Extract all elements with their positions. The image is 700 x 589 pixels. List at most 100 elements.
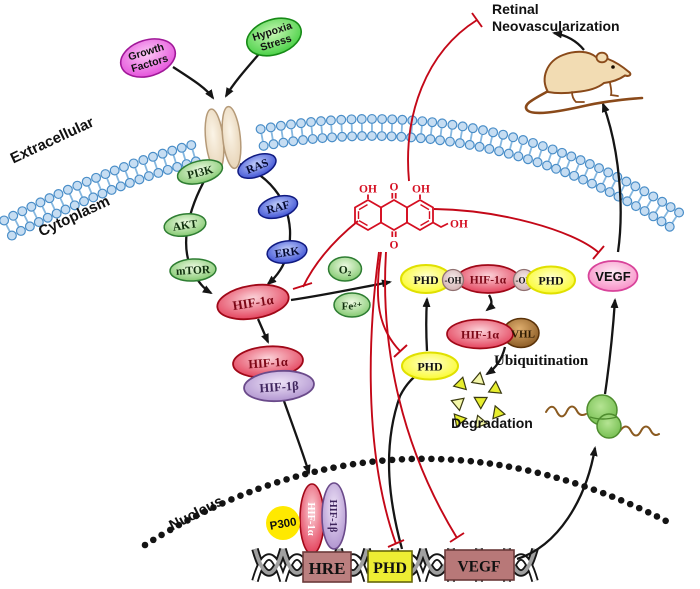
nuclear-envelope bbox=[141, 455, 669, 549]
hif1a-hydroxylation-arrow bbox=[290, 279, 392, 302]
ubiquitination-arrow bbox=[485, 346, 507, 376]
ribosome bbox=[545, 394, 660, 439]
raf-label: RAF bbox=[265, 199, 291, 217]
phd-gene-label: PHD bbox=[373, 560, 407, 577]
pi3k-ellipse bbox=[176, 159, 224, 185]
gene-boxes: HRE PHD VEGF bbox=[302, 549, 515, 583]
vhl-label: VHL bbox=[511, 329, 535, 341]
phd-gene-box bbox=[367, 550, 413, 583]
inhibit-phd-protein-line bbox=[376, 251, 401, 352]
mtor-ellipse bbox=[169, 258, 217, 282]
vegf-gene-box bbox=[444, 549, 515, 581]
vegf-gene-label: VEGF bbox=[457, 559, 500, 576]
mtor-label: mTOR bbox=[176, 264, 212, 278]
phd-free: PHD bbox=[401, 351, 459, 381]
aloe-emodin-structure: OH O OH OH O bbox=[354, 182, 468, 252]
dimer-hif1b-ellipse bbox=[243, 369, 315, 403]
dimer-hif1b-label: HIF-1β bbox=[259, 379, 300, 396]
o-label-top: O bbox=[390, 182, 399, 194]
mouse-body bbox=[543, 50, 632, 95]
growth-factors-arrow bbox=[172, 66, 215, 100]
annotations: Retinal Neovascularization Ubiquitinatio… bbox=[451, 1, 619, 431]
vhl-hif1a-label: HIF-1α bbox=[461, 328, 499, 342]
vegf-protein: VEGF bbox=[587, 260, 639, 292]
phd-free-label: PHD bbox=[417, 360, 443, 374]
phd-gene-to-protein-line bbox=[387, 371, 422, 550]
ring-right bbox=[406, 198, 434, 232]
mrna-squiggle-left bbox=[545, 405, 587, 418]
ras-ellipse bbox=[237, 152, 277, 180]
oh-label-left-group: -OH bbox=[445, 276, 462, 286]
oh-label-right-group: -OH bbox=[516, 276, 533, 286]
oh-label-side: OH bbox=[450, 219, 468, 231]
compound-labels: OH O OH OH O bbox=[359, 182, 468, 252]
aromatic-bonds bbox=[357, 203, 431, 227]
mouse-hind-leg bbox=[571, 91, 585, 103]
nuclear-hif-complex: HIF-1α HIF-1β P300 bbox=[266, 482, 347, 555]
hypoxia-arrow bbox=[224, 53, 260, 98]
phd-complex-right-ellipse bbox=[526, 265, 576, 295]
vhl-hif1a-ellipse bbox=[446, 318, 514, 350]
ubiquitin-fragments bbox=[450, 371, 507, 429]
nuclear-hif1b-ellipse bbox=[321, 482, 347, 550]
vegf-ellipse bbox=[587, 260, 639, 292]
ribosome-seam bbox=[589, 416, 618, 420]
oh-label-right: OH bbox=[412, 184, 430, 196]
o-label-bottom: O bbox=[390, 240, 399, 252]
hif-nodes: HIF-1α HIF-1α HIF-1β bbox=[216, 283, 315, 403]
hif1a-label: HIF-1α bbox=[232, 292, 276, 313]
cell-membrane bbox=[0, 113, 685, 241]
inhibit-vegf-gene-tbar bbox=[449, 532, 465, 543]
inhibit-neovascularization-line bbox=[407, 19, 478, 182]
inhibition-lines bbox=[292, 12, 605, 548]
fe2-label: Fe²⁺ bbox=[342, 301, 363, 313]
dimer-hif1a-label: HIF-1α bbox=[248, 355, 289, 372]
hif-nuclear-import-arrow bbox=[282, 400, 311, 475]
erk-ellipse bbox=[266, 240, 308, 264]
nuclear-hif1b-label: HIF-1β bbox=[327, 500, 338, 533]
mapk-axis: RAS RAF ERK bbox=[237, 152, 308, 264]
carbonyl-bonds bbox=[391, 193, 397, 237]
vegf-transcription-arrow bbox=[516, 446, 598, 561]
vhl-complex: HIF-1α VHL bbox=[446, 317, 540, 350]
oh-label-left: OH bbox=[359, 184, 377, 196]
inhibit-neovascularization-tbar bbox=[471, 12, 483, 28]
erk-label: ERK bbox=[274, 245, 300, 260]
phd-free-ellipse bbox=[401, 351, 459, 381]
hydroxymethyl-bond bbox=[432, 221, 449, 229]
p300-label: P300 bbox=[269, 516, 298, 532]
hif1a-ellipse bbox=[216, 283, 290, 321]
ribosome-small-subunit bbox=[596, 413, 622, 439]
mrna-squiggle-right bbox=[619, 425, 660, 437]
inhibit-vegf-protein-line bbox=[433, 208, 599, 253]
growth-factors-node: Growth Factors bbox=[119, 38, 177, 78]
mouse-illustration bbox=[524, 50, 644, 115]
translation-to-vegf-arrow bbox=[603, 298, 619, 395]
vegf-label: VEGF bbox=[595, 269, 630, 284]
mouse-ear bbox=[595, 51, 609, 64]
phd-complex: PHD HIF-1α -OH -OH PHD bbox=[400, 264, 576, 295]
stimuli: Growth Factors Hypoxia Stress bbox=[119, 17, 302, 78]
mouse-eye bbox=[611, 65, 615, 69]
fe2-ellipse bbox=[333, 292, 371, 318]
inhibit-vegf-gene-line bbox=[384, 251, 458, 539]
o2-ellipse bbox=[327, 256, 363, 282]
inhibit-phd-protein-tbar bbox=[393, 344, 408, 358]
ubiquitination-label: Ubiquitination bbox=[494, 353, 589, 369]
hif1a-dimerization-arrow bbox=[256, 318, 270, 344]
outcome-label-2: Neovascularization bbox=[492, 18, 620, 34]
inhibit-hif1a-tbar bbox=[292, 282, 313, 290]
oh-circle-left bbox=[441, 268, 465, 292]
raf-ellipse bbox=[257, 194, 299, 220]
p300-circle bbox=[266, 506, 300, 540]
inhibit-phd-gene-line bbox=[369, 251, 397, 545]
inhibit-phd-gene-tbar bbox=[387, 539, 405, 548]
o2-label: O₂ bbox=[339, 265, 352, 277]
mouse-tail bbox=[524, 88, 644, 115]
mouse-front-leg bbox=[609, 82, 619, 97]
phd-recruitment-arrow bbox=[422, 297, 431, 352]
phd-complex-hif1a-label: HIF-1α bbox=[470, 275, 507, 287]
vegf-to-mouse-arrow bbox=[601, 102, 622, 253]
inhibit-vegf-protein-tbar bbox=[592, 245, 605, 260]
